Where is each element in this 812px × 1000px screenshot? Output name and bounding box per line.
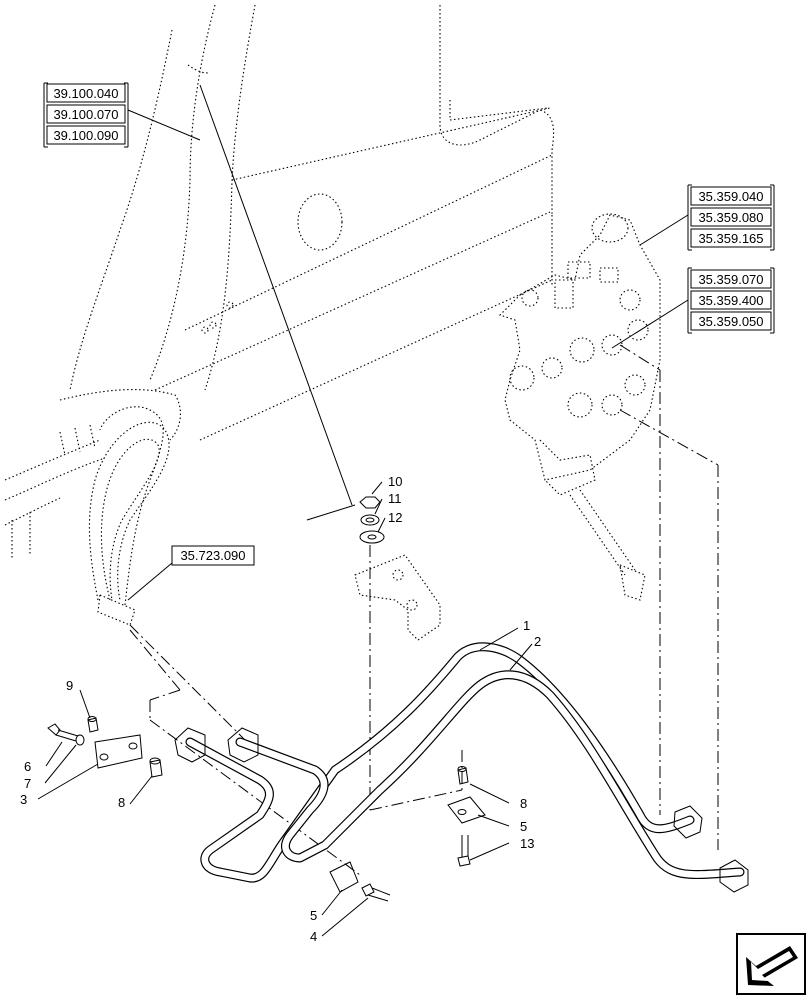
ref-35-359-165[interactable]: 35.359.165 — [698, 231, 763, 246]
spacer-9 — [87, 716, 99, 733]
arrow-return-icon[interactable] — [736, 933, 806, 995]
ref-group-boom: 39.100.040 39.100.070 39.100.090 — [43, 82, 129, 148]
ref-35-359-400[interactable]: 35.359.400 — [698, 293, 763, 308]
callout-12: 12 — [388, 510, 402, 525]
bolt-6 — [47, 723, 79, 742]
boom-pointer-line — [199, 84, 353, 506]
callout-8-right: 8 — [520, 796, 527, 811]
callout-3: 3 — [20, 792, 27, 807]
callout-4: 4 — [310, 929, 317, 944]
callout-5-right: 5 — [520, 819, 527, 834]
ref-35-359-070[interactable]: 35.359.070 — [698, 272, 763, 287]
hose-assembly — [88, 406, 170, 626]
callout-7: 7 — [24, 776, 31, 791]
ref-35-723-090[interactable]: 35.723.090 — [180, 548, 245, 563]
ref-39-100-090[interactable]: 39.100.090 — [53, 128, 118, 143]
spacer-8-right — [457, 766, 469, 785]
ref-hose: 35.723.090 — [171, 545, 255, 566]
callout-numbers: 1 2 3 4 5 5 6 7 8 8 9 10 11 12 13 — [20, 474, 541, 944]
spacer-8-left — [149, 757, 163, 778]
boom-structure — [4, 4, 555, 560]
callout-6: 6 — [24, 759, 31, 774]
leader-lines — [37, 109, 689, 937]
ref-35-359-040[interactable]: 35.359.040 — [698, 189, 763, 204]
ref-39-100-070[interactable]: 39.100.070 — [53, 107, 118, 122]
nut-washer-stack — [359, 496, 385, 544]
bolt-13 — [457, 835, 471, 867]
pipe-fittings — [174, 727, 749, 893]
clamp-plate-3 — [94, 734, 143, 769]
callout-13: 13 — [520, 836, 534, 851]
callout-5-lower: 5 — [310, 908, 317, 923]
ref-39-100-040[interactable]: 39.100.040 — [53, 86, 118, 101]
washer-7 — [75, 734, 85, 746]
control-valve — [498, 213, 661, 601]
callout-2: 2 — [534, 634, 541, 649]
clamp-5-lower — [329, 861, 359, 893]
ref-35-359-080[interactable]: 35.359.080 — [698, 210, 763, 225]
callout-1: 1 — [523, 618, 530, 633]
ref-35-359-050[interactable]: 35.359.050 — [698, 314, 763, 329]
callout-8-left: 8 — [118, 795, 125, 810]
bolt-4 — [361, 883, 391, 902]
ref-group-valve-mid: 35.359.070 35.359.400 35.359.050 — [687, 267, 775, 334]
callout-10: 10 — [388, 474, 402, 489]
ref-group-valve-top: 35.359.040 35.359.080 35.359.165 — [687, 184, 775, 251]
callout-9: 9 — [66, 678, 73, 693]
steel-pipe-2 — [235, 670, 745, 880]
mounting-bracket — [354, 554, 441, 641]
clamp-5-right — [447, 796, 486, 824]
steel-pipe-1 — [185, 642, 695, 883]
boom-pointer-tick — [306, 504, 356, 521]
callout-11: 11 — [388, 491, 402, 506]
